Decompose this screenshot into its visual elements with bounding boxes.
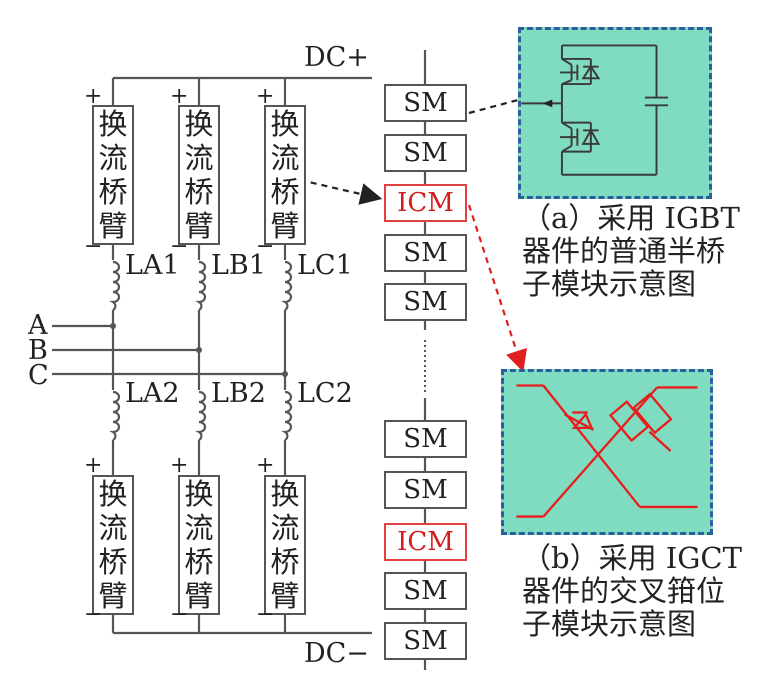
lower-arm-a-minus: −: [84, 602, 103, 627]
inductor-lb2-label: LB2: [211, 378, 266, 409]
lower-arm-c: 换 流 桥 臂: [264, 475, 306, 615]
submodule-bottom-4: SM: [384, 572, 467, 610]
arm-char: 换: [270, 106, 300, 141]
caption-b-line-1: （b）采用 IGCT: [522, 541, 742, 575]
caption-a: （a）采用 IGBT 器件的普通半桥 子模块示意图: [522, 202, 740, 301]
submodule-top-1: SM: [384, 84, 467, 122]
arm-char: 桥: [184, 544, 214, 579]
arm-char: 换: [98, 106, 128, 141]
lower-arm-a: 换 流 桥 臂: [92, 475, 134, 615]
phase-a-label: A: [28, 310, 48, 341]
icm-module-top: ICM: [384, 184, 467, 222]
dc-plus-label: DC+: [304, 42, 369, 73]
arm-char: 桥: [98, 174, 128, 209]
inductor-la2-label: LA2: [125, 378, 180, 409]
arm-char: 流: [184, 140, 214, 175]
submodule-bottom-1: SM: [384, 420, 467, 458]
arm-char: 流: [98, 510, 128, 545]
arm-char: 流: [184, 510, 214, 545]
arm-char: 流: [270, 140, 300, 175]
arm-char: 臂: [184, 578, 214, 613]
igbt-half-bridge-schematic: [521, 44, 669, 176]
inductor-lb1-label: LB1: [211, 250, 266, 281]
lower-arm-a-plus: +: [84, 453, 103, 478]
arm-char: 臂: [270, 208, 300, 243]
icm-module-bottom: ICM: [384, 523, 467, 561]
caption-b-line-2: 器件的交叉箝位: [522, 574, 726, 608]
arm-char: 换: [98, 476, 128, 511]
lower-arm-b-minus: −: [170, 602, 189, 627]
submodule-top-5: SM: [384, 283, 467, 321]
upper-arm-c: 换 流 桥 臂: [264, 105, 306, 245]
dc-minus-label: DC−: [304, 638, 369, 669]
arm-char: 臂: [98, 208, 128, 243]
caption-a-line-3: 子模块示意图: [522, 267, 697, 301]
upper-arm-a: 换 流 桥 臂: [92, 105, 134, 245]
arm-char: 换: [184, 106, 214, 141]
inductor-lc2-label: LC2: [297, 378, 353, 409]
igbt-half-bridge-panel: [518, 27, 712, 199]
submodule-top-2: SM: [384, 134, 467, 172]
arm-char: 换: [270, 476, 300, 511]
lower-arm-b: 换 流 桥 臂: [178, 475, 220, 615]
caption-a-line-2: 器件的普通半桥: [522, 234, 726, 268]
upper-arm-b-minus: −: [170, 234, 189, 259]
upper-arm-a-minus: −: [84, 234, 103, 259]
igct-cross-clamp-panel: [501, 369, 713, 535]
arm-char: 臂: [270, 578, 300, 613]
arm-char: 流: [270, 510, 300, 545]
arm-char: 桥: [98, 544, 128, 579]
caption-a-line-1: （a）采用 IGBT: [522, 201, 740, 235]
arm-char: 流: [98, 140, 128, 175]
submodule-bottom-2: SM: [384, 471, 467, 509]
arm-char: 桥: [270, 544, 300, 579]
lower-arm-c-minus: −: [256, 602, 275, 627]
arm-char: 桥: [184, 174, 214, 209]
arm-char: 桥: [270, 174, 300, 209]
phase-b-label: B: [28, 335, 48, 366]
upper-arm-b: 换 流 桥 臂: [178, 105, 220, 245]
arm-char: 臂: [184, 208, 214, 243]
inductor-lc1-label: LC1: [297, 250, 353, 281]
inductor-la1-label: LA1: [125, 250, 180, 281]
caption-b: （b）采用 IGCT 器件的交叉箝位 子模块示意图: [522, 542, 742, 641]
arm-char: 臂: [98, 578, 128, 613]
lower-arm-b-plus: +: [170, 453, 189, 478]
caption-b-line-3: 子模块示意图: [522, 607, 697, 641]
phase-c-label: C: [28, 360, 49, 391]
upper-arm-c-plus: +: [256, 84, 275, 109]
submodule-bottom-5: SM: [384, 622, 467, 660]
upper-arm-a-plus: +: [84, 84, 103, 109]
arm-char: 换: [184, 476, 214, 511]
submodule-top-4: SM: [384, 234, 467, 272]
upper-arm-b-plus: +: [170, 84, 189, 109]
upper-arm-c-minus: −: [256, 234, 275, 259]
igct-cross-clamp-schematic: [516, 384, 698, 518]
lower-arm-c-plus: +: [256, 453, 275, 478]
